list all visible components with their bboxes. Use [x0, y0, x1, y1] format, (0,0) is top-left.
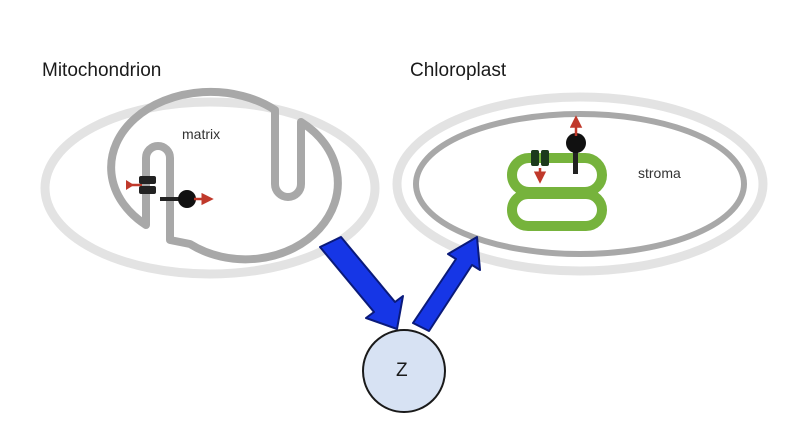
z-node — [362, 329, 446, 413]
proton-arrow-icon — [126, 180, 134, 190]
chloroplast-outer-membrane — [392, 92, 768, 276]
mitochondrion-inner-membrane — [107, 87, 342, 264]
thylakoid-stack — [507, 153, 607, 231]
transporter-icon — [531, 150, 549, 184]
chloroplast-title: Chloroplast — [410, 60, 507, 81]
arrow-z-to-chloro — [412, 236, 481, 332]
arrow-mito-to-z — [319, 236, 404, 330]
chloroplast — [392, 92, 768, 276]
chloroplast-inner-membrane — [413, 111, 747, 257]
transporter-icon — [126, 176, 156, 194]
atp-synthase-icon — [160, 190, 214, 208]
stroma-label: stroma — [638, 165, 681, 181]
mitochondrion-title: Mitochondrion — [42, 60, 162, 81]
mitochondrion-outer-membrane — [40, 97, 380, 279]
z-node-label: Z — [396, 360, 408, 381]
matrix-label: matrix — [182, 126, 221, 142]
mitochondrion — [40, 87, 380, 279]
atp-synthase-icon — [566, 115, 586, 174]
